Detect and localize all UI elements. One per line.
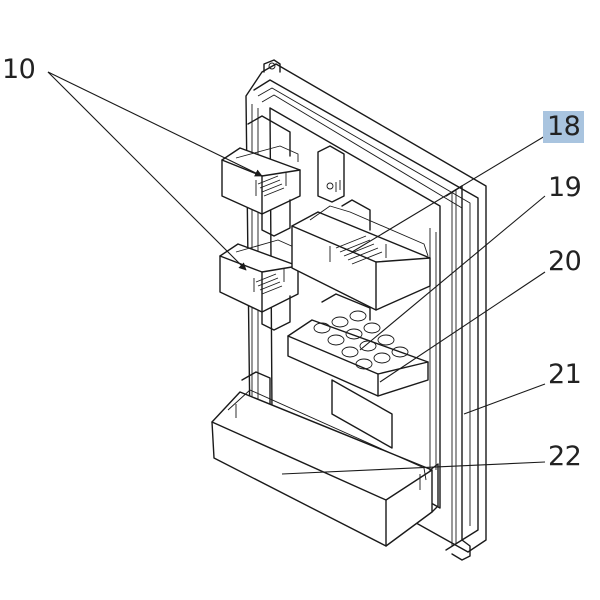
- lower-small-shelf: [219, 239, 299, 331]
- leader-19: [359, 195, 546, 351]
- part-label-10: 10: [2, 54, 36, 85]
- leader-10-upper: [47, 71, 263, 177]
- leader-lines: [47, 71, 546, 475]
- leader-22: [281, 461, 546, 475]
- part-label-18[interactable]: 18: [543, 111, 585, 143]
- bottom-door-pocket: [211, 371, 439, 547]
- part-label-21: 21: [548, 359, 582, 390]
- egg-tray-shelf: [287, 293, 429, 397]
- upper-small-shelf: [221, 115, 301, 237]
- part-label-19: 19: [548, 172, 582, 203]
- part-label-22: 22: [548, 441, 582, 472]
- part-label-20: 20: [548, 246, 582, 277]
- leader-20: [379, 271, 546, 383]
- leader-21: [463, 383, 546, 415]
- leader-18: [351, 135, 546, 253]
- middle-bottle-shelf: [291, 199, 431, 311]
- leader-10-lower: [47, 71, 247, 271]
